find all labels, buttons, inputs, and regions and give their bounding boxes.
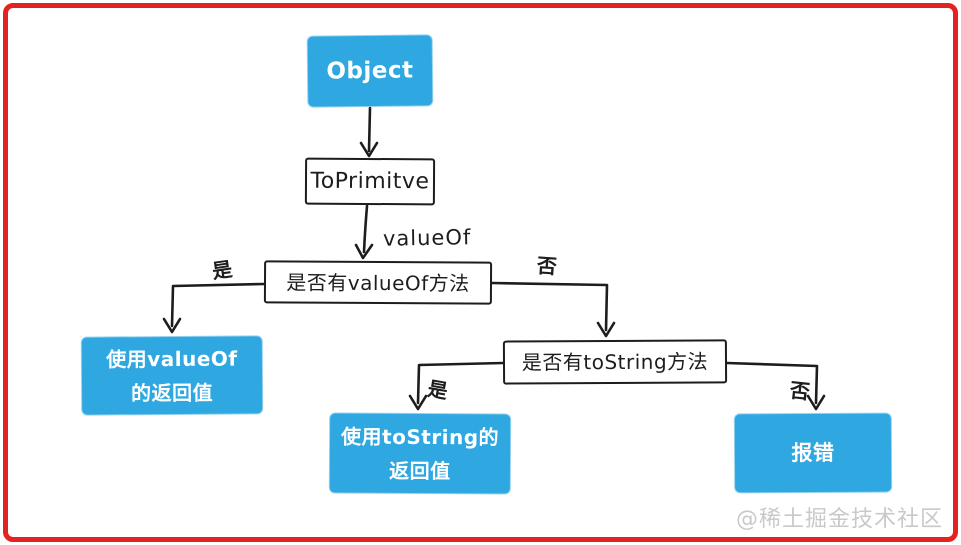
arrowhead-tostring-no: [806, 394, 826, 411]
node-error-label: 报错: [791, 440, 835, 466]
arrowhead-valueof-yes: [162, 317, 182, 334]
arrowhead-object-toprimitive: [359, 141, 379, 158]
node-use-tostring-line2: 返回值: [389, 458, 451, 483]
node-use-valueof-line2: 的返回值: [131, 380, 214, 405]
node-toprimitive-label: ToPrimitve: [310, 168, 430, 194]
edge-object-toprimitive: [367, 106, 372, 153]
watermark-juejin: @稀土掘金技术社区: [735, 507, 943, 532]
arrowhead-tostring-yes: [408, 394, 428, 411]
edge-tostring-yes: [416, 361, 505, 405]
node-use-valueof-result: 使用valueOf 的返回值: [81, 336, 263, 415]
node-error: 报错: [734, 413, 892, 493]
edge-label-valueof-method: valueOf: [382, 225, 472, 251]
node-toprimitive: ToPrimitve: [304, 157, 436, 206]
edge-tostring-no: [725, 361, 819, 405]
node-use-valueof-line1: 使用valueOf: [106, 346, 238, 371]
node-has-valueof-decision: 是否有valueOf方法: [263, 260, 493, 305]
node-has-tostring-label: 是否有toString方法: [521, 349, 709, 375]
node-has-tostring-decision: 是否有toString方法: [502, 339, 728, 385]
edge-label-valueof-no: 否: [536, 253, 559, 279]
node-use-tostring-line1: 使用toString的: [340, 424, 500, 449]
node-has-valueof-label: 是否有valueOf方法: [286, 270, 470, 295]
edge-label-valueof-yes: 是: [210, 256, 235, 284]
node-use-tostring-result: 使用toString的 返回值: [329, 413, 511, 494]
node-object-label: Object: [326, 57, 414, 85]
arrowhead-valueof-no: [596, 321, 616, 338]
arrowhead-toprimitive-hasvalueof: [354, 243, 374, 260]
edge-label-tostring-no: 否: [788, 377, 813, 405]
edge-toprimitive-hasvalueof: [362, 204, 369, 254]
node-object: Object: [307, 35, 433, 107]
edge-valueof-yes: [170, 282, 266, 328]
edge-valueof-no: [490, 281, 609, 332]
